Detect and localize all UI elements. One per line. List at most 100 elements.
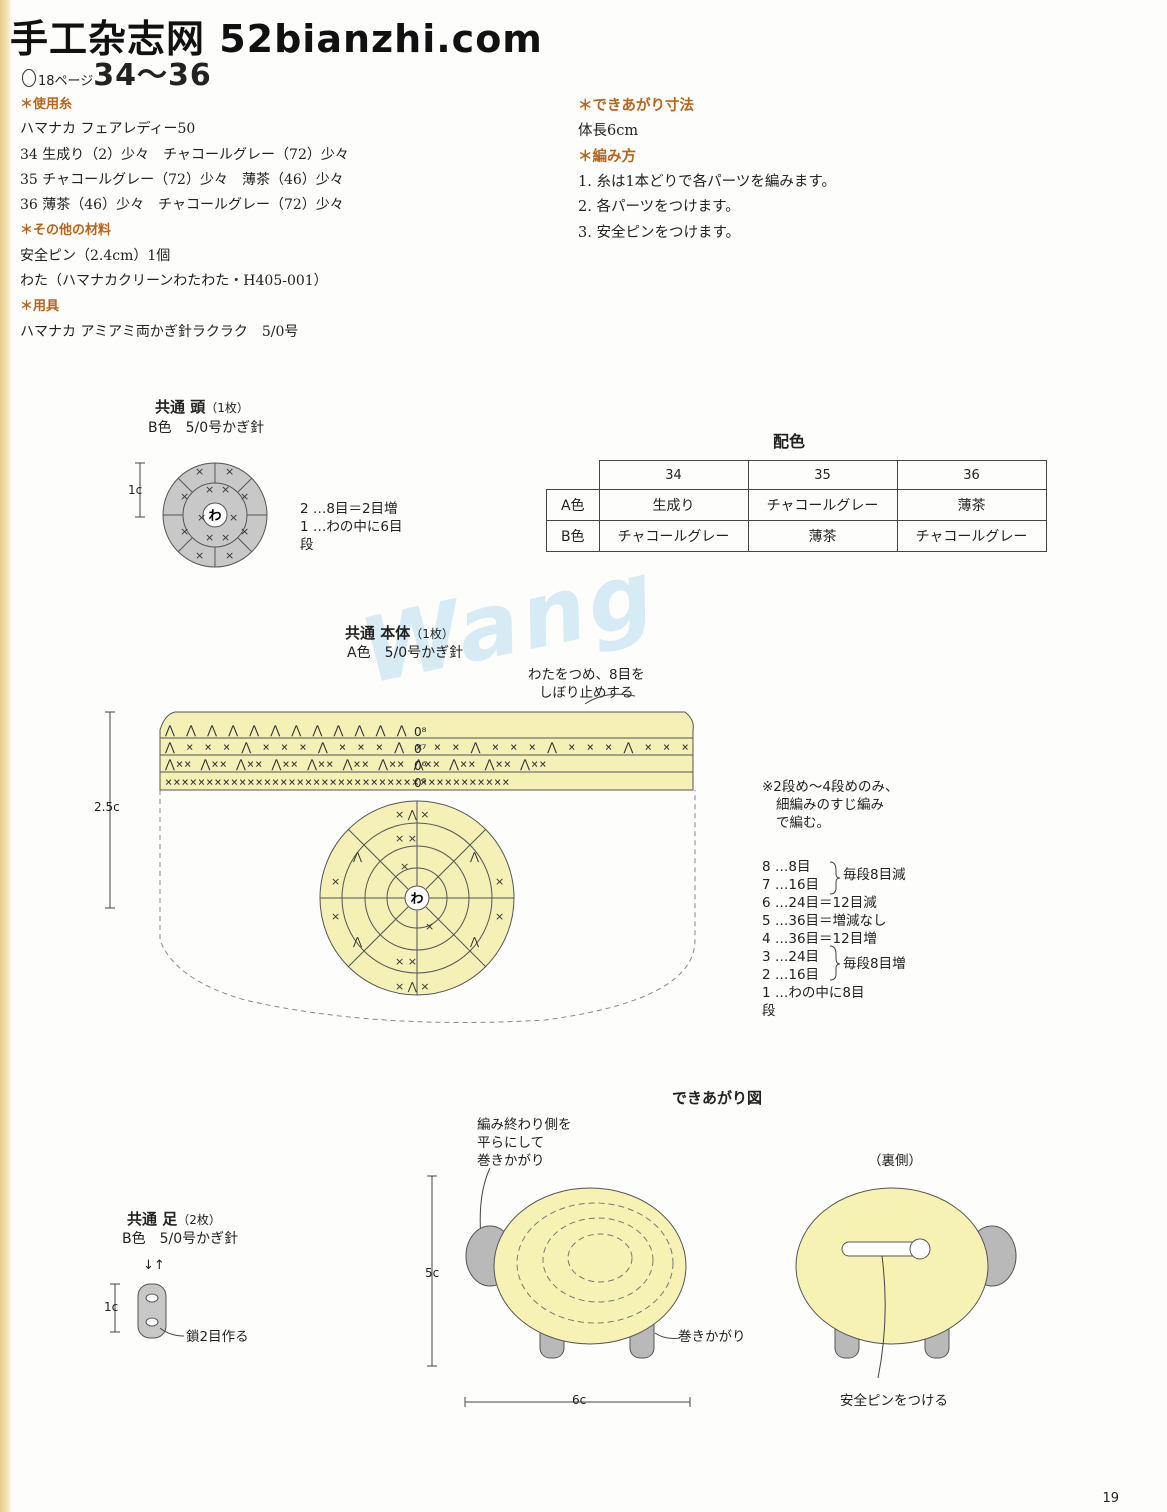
row-count: 5 …36目＝増減なし — [762, 913, 887, 929]
head-title: 共通 頭（1枚） — [155, 396, 249, 417]
svg-text:×: × — [225, 465, 234, 478]
body-note-line: 細編みのすじ編み — [776, 797, 884, 813]
body-note: ※2段め～4段めのみ、 細編みのすじ編み で編む。 — [762, 778, 899, 832]
row-mark: 0⁸ — [414, 725, 427, 739]
row-count: 8 …8目 — [762, 859, 811, 875]
svg-text:⋀: ⋀ — [352, 850, 363, 863]
tools-heading: ＊用具 — [20, 299, 60, 315]
row-count: 3 …24目 — [762, 949, 820, 965]
method-heading: ＊編み方 — [578, 148, 636, 165]
pin-label: 安全ピンをつける — [840, 1393, 948, 1409]
finished-note-line: 巻きかがり — [477, 1153, 545, 1169]
brace-dec: 毎段8目減 — [843, 867, 906, 883]
svg-text:×: × — [225, 549, 234, 562]
svg-text:××××××××××××××××××××××××××××××: ××××××××××××××××××××××××××××××××××××××××… — [165, 775, 510, 789]
body-sub: A色 5/0号かぎ針 — [347, 645, 464, 661]
back-label: （裏側） — [868, 1153, 922, 1169]
svg-text:× ⋀ ×: × ⋀ × — [395, 980, 429, 993]
finished-diagram — [427, 1168, 1017, 1407]
svg-text:×: × — [205, 531, 214, 544]
finished-note-line: 平らにして — [477, 1135, 545, 1151]
svg-text:×: × — [229, 511, 238, 524]
materials-block: ＊使用糸 ハマナカ フェアレディー50 34 生成り（2）少々 チャコールグレー… — [20, 92, 349, 345]
whip-label: 巻きかがり — [678, 1329, 746, 1345]
table-cell: チャコールグレー — [896, 520, 1047, 552]
svg-text:×: × — [495, 875, 504, 888]
row-label: B色 — [546, 520, 600, 552]
chain-note: 鎖2目作る — [186, 1329, 249, 1345]
yarn-heading: ＊使用糸 — [20, 97, 73, 112]
row-mark: 0⁶ — [414, 759, 427, 773]
svg-text:⋀ × × × ⋀ × × × ⋀ × × × ⋀ × ×: ⋀ × × × ⋀ × × × ⋀ × × × ⋀ × × × ⋀ × × × … — [164, 740, 691, 754]
other-line: わた（ハマナカクリーンわたわた・H405-001） — [20, 273, 328, 290]
svg-text:わ: わ — [208, 509, 221, 524]
brace-inc: 毎段8目増 — [843, 956, 906, 972]
svg-text:⋀: ⋀ — [469, 935, 480, 948]
svg-text:× ⋀ ×: × ⋀ × — [395, 808, 429, 821]
table-cell: チャコールグレー — [598, 520, 749, 552]
other-line: 安全ピン（2.4cm）1個 — [20, 247, 171, 264]
svg-text:×: × — [495, 910, 504, 923]
svg-text:× ×: × × — [395, 832, 417, 845]
head-notes: 2 …8目＝2目増 1 …わの中に6目 段 — [300, 500, 402, 554]
finished-note-line: 編み終わり側を — [477, 1117, 572, 1133]
svg-text:×: × — [331, 875, 340, 888]
svg-text:×: × — [195, 465, 204, 478]
foot-title-text: 共通 足 — [127, 1210, 178, 1228]
head-note: 段 — [300, 537, 314, 553]
svg-text:×: × — [240, 525, 249, 538]
col-header: 36 — [896, 460, 1047, 490]
col-header: 34 — [598, 460, 749, 490]
svg-text:⋀×× ⋀×× ⋀×× ⋀×× ⋀×× ⋀×× ⋀×× ⋀×: ⋀×× ⋀×× ⋀×× ⋀×× ⋀×× ⋀×× ⋀×× ⋀×× ⋀×× ⋀×× … — [164, 757, 547, 771]
finished-note: 編み終わり側を 平らにして 巻きかがり — [477, 1116, 572, 1170]
body-note-line: ※2段め～4段めのみ、 — [762, 779, 899, 795]
foot-dim: 1c — [104, 1300, 119, 1314]
foot-diagram — [110, 1283, 185, 1339]
callout-line: わたをつめ、8目を — [528, 667, 645, 683]
page-reference: 18ページ34～36 — [22, 50, 212, 94]
row-label: A色 — [546, 489, 600, 521]
body-diagram: ⋀ ⋀ ⋀ ⋀ ⋀ ⋀ ⋀ ⋀ ⋀ ⋀ ⋀ ⋀ ⋀ × × × ⋀ × × × … — [105, 693, 696, 1023]
body-rows: 8 …8目 7 …16目 6 …24目＝12目減 5 …36目＝増減なし 4 …… — [762, 858, 887, 1020]
head-note: 1 …わの中に6目 — [300, 519, 403, 535]
svg-text:×: × — [205, 483, 214, 496]
row-mark: 0⁵ — [414, 776, 427, 790]
body-note-line: で編む。 — [776, 815, 830, 831]
page-number: 19 — [1102, 1491, 1119, 1506]
finished-title: できあがり図 — [672, 1089, 763, 1107]
head-sub: B色 5/0号かぎ針 — [148, 420, 265, 436]
row-count: 6 …24目＝12目減 — [762, 895, 877, 911]
brace-icons — [829, 861, 841, 981]
table-cell: 薄茶 — [747, 520, 898, 552]
row-mark: 0⁷ — [414, 742, 427, 756]
page-ref-big: 34～36 — [93, 58, 212, 93]
body-title: 共通 本体（1枚） — [345, 622, 454, 643]
head-diagram: わ ×× ×× ×× ×× ×× ×× ×× — [135, 462, 268, 568]
svg-text:×: × — [180, 525, 189, 538]
svg-text:×: × — [221, 531, 230, 544]
svg-text:× ×: × × — [395, 955, 417, 968]
table-cell: 生成り — [598, 489, 749, 521]
method-step: 1. 糸は1本どりで各パーツを編みます。 — [578, 173, 836, 190]
callout-line: しぼり止めする — [539, 685, 634, 701]
svg-text:×: × — [400, 860, 409, 873]
body-count: （1枚） — [410, 627, 454, 641]
site-title: 手工杂志网 52bianzhi.com — [10, 17, 543, 61]
row-count: 2 …16目 — [762, 967, 820, 983]
method-step: 2. 各パーツをつけます。 — [578, 199, 740, 215]
finished-width: 6c — [572, 1393, 587, 1407]
color-table: 34 35 36 A色 生成り チャコールグレー 薄茶 B色 チャコールグレー … — [546, 460, 1047, 552]
table-cell: チャコールグレー — [747, 489, 898, 521]
tools-line: ハマナカ アミアミ両かぎ針ラクラク 5/0号 — [20, 323, 299, 340]
foot-count: （2枚） — [177, 1213, 221, 1227]
foot-title: 共通 足（2枚） — [127, 1208, 221, 1229]
finished-height: 5c — [425, 1266, 440, 1280]
svg-text:×: × — [425, 920, 434, 933]
row-count: 4 …36目＝12目増 — [762, 931, 877, 947]
head-dim: 1c — [128, 483, 143, 497]
svg-text:×: × — [195, 549, 204, 562]
other-heading: ＊その他の材料 — [20, 223, 112, 239]
method-step: 3. 安全ピンをつけます。 — [578, 224, 740, 241]
page-spine — [0, 0, 12, 1512]
finished-info: ＊できあがり寸法 体長6cm ＊編み方 1. 糸は1本どりで各パーツを編みます。… — [578, 93, 836, 246]
